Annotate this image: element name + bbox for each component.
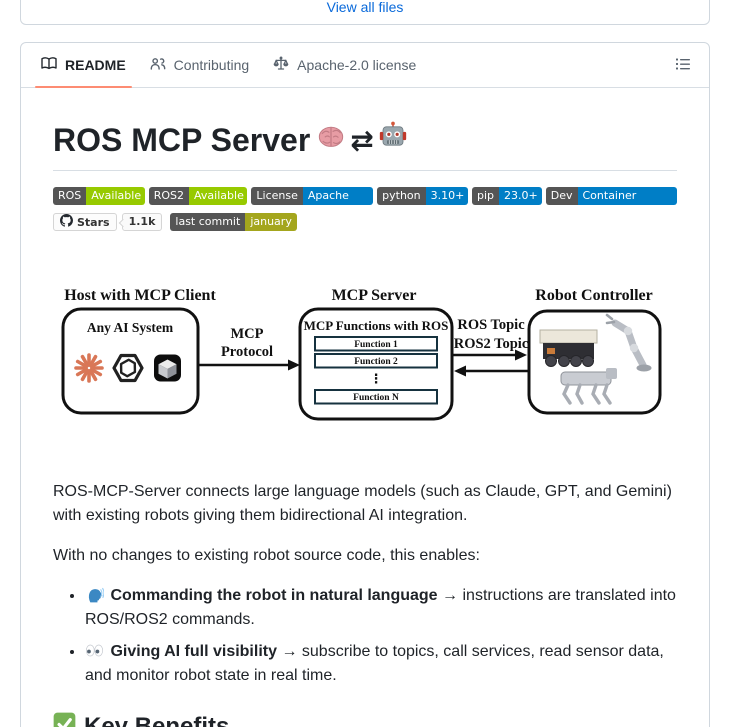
eyes-icon: [85, 643, 110, 660]
badge-row-2: Stars 1.1k last commit january: [53, 213, 677, 231]
wheeled-robot-image: [539, 329, 598, 367]
badge-ros[interactable]: ROS Available: [53, 187, 145, 205]
brain-icon: [316, 120, 346, 160]
octocat-icon: [60, 214, 73, 230]
architecture-diagram[interactable]: Host with MCP Client MCP Server Robot Co…: [55, 273, 677, 436]
badge-pip[interactable]: pip 23.0+: [472, 187, 542, 205]
badge-devcontainer[interactable]: Dev Container Ready: [545, 187, 677, 205]
badge-python[interactable]: python 3.10+: [377, 187, 469, 205]
diagram-server-title: MCP Server: [332, 287, 417, 304]
quadruped-robot-image: [560, 368, 617, 405]
diagram-robot-title: Robot Controller: [535, 287, 652, 304]
stars-label: Stars: [77, 215, 110, 229]
diagram-function-1: Function 1: [354, 340, 398, 350]
benefits-list: Commanding the robot in natural language…: [53, 584, 677, 688]
list-item: Giving AI full visibility → subscribe to…: [85, 640, 677, 688]
check-mark-icon: [53, 712, 76, 727]
diagram-host-title: Host with MCP Client: [64, 287, 216, 304]
intro-paragraph: ROS-MCP-Server connects large language m…: [53, 483, 672, 524]
diagram-host-inner-title: Any AI System: [87, 320, 174, 335]
tab-contributing-label: Contributing: [173, 57, 250, 73]
badge-github-stars[interactable]: Stars 1.1k: [53, 213, 163, 231]
diagram-arrow1-label: MCP: [230, 326, 263, 342]
badge-license[interactable]: License Apache 2.0: [251, 187, 374, 205]
outline-button[interactable]: [665, 43, 701, 87]
arrow-glyph: →: [281, 643, 298, 660]
key-benefits-label: Key Benefits: [84, 713, 230, 727]
enables-paragraph: With no changes to existing robot source…: [53, 547, 480, 564]
diagram-function-n: Function N: [353, 393, 399, 403]
robot-icon: [378, 120, 408, 160]
readme-content: ROS MCP Server ⇄: [21, 88, 709, 727]
readme-card: README Contributing: [20, 42, 710, 727]
diagram-server-inner-title: MCP Functions with ROS: [304, 318, 449, 333]
tab-contributing[interactable]: Contributing: [138, 43, 262, 87]
diagram-arrow2-label: ROS Topic: [457, 317, 525, 333]
diagram-ellipsis: ⋮: [370, 372, 383, 387]
swap-arrows-icon: ⇄: [350, 123, 374, 157]
diagram-function-2: Function 2: [354, 357, 398, 367]
tab-license[interactable]: Apache-2.0 license: [261, 43, 428, 87]
svg-text:Protocol: Protocol: [221, 344, 273, 360]
readme-tabbar: README Contributing: [21, 43, 709, 88]
view-all-files-link[interactable]: View all files: [326, 0, 404, 15]
cursor-logo: [154, 354, 181, 382]
tab-license-label: Apache-2.0 license: [297, 57, 417, 73]
speaking-head-icon: [85, 587, 110, 604]
robot-arm-image: [605, 313, 652, 372]
page-title: ROS MCP Server ⇄: [53, 120, 677, 171]
key-benefits-heading: Key Benefits: [53, 712, 677, 727]
people-icon: [150, 56, 166, 75]
list-item: Commanding the robot in natural language…: [85, 584, 677, 632]
svg-text:ROS2 Topic: ROS2 Topic: [454, 336, 529, 352]
law-icon: [273, 56, 289, 75]
badge-row-1: ROS Available ROS2 Available License Apa…: [53, 187, 677, 205]
openai-logo: [112, 353, 144, 383]
stars-count: 1.1k: [121, 213, 163, 231]
page-title-text: ROS MCP Server: [53, 122, 311, 158]
badge-ros2[interactable]: ROS2 Available: [148, 187, 248, 205]
claude-logo: [74, 353, 104, 383]
list-unordered-icon: [675, 56, 691, 75]
badge-last-commit[interactable]: last commit january: [170, 213, 297, 231]
arrow-glyph: →: [442, 587, 459, 604]
tab-readme-label: README: [65, 57, 126, 73]
book-icon: [41, 56, 57, 75]
files-card: View all files: [20, 0, 710, 25]
tab-readme[interactable]: README: [29, 43, 138, 88]
